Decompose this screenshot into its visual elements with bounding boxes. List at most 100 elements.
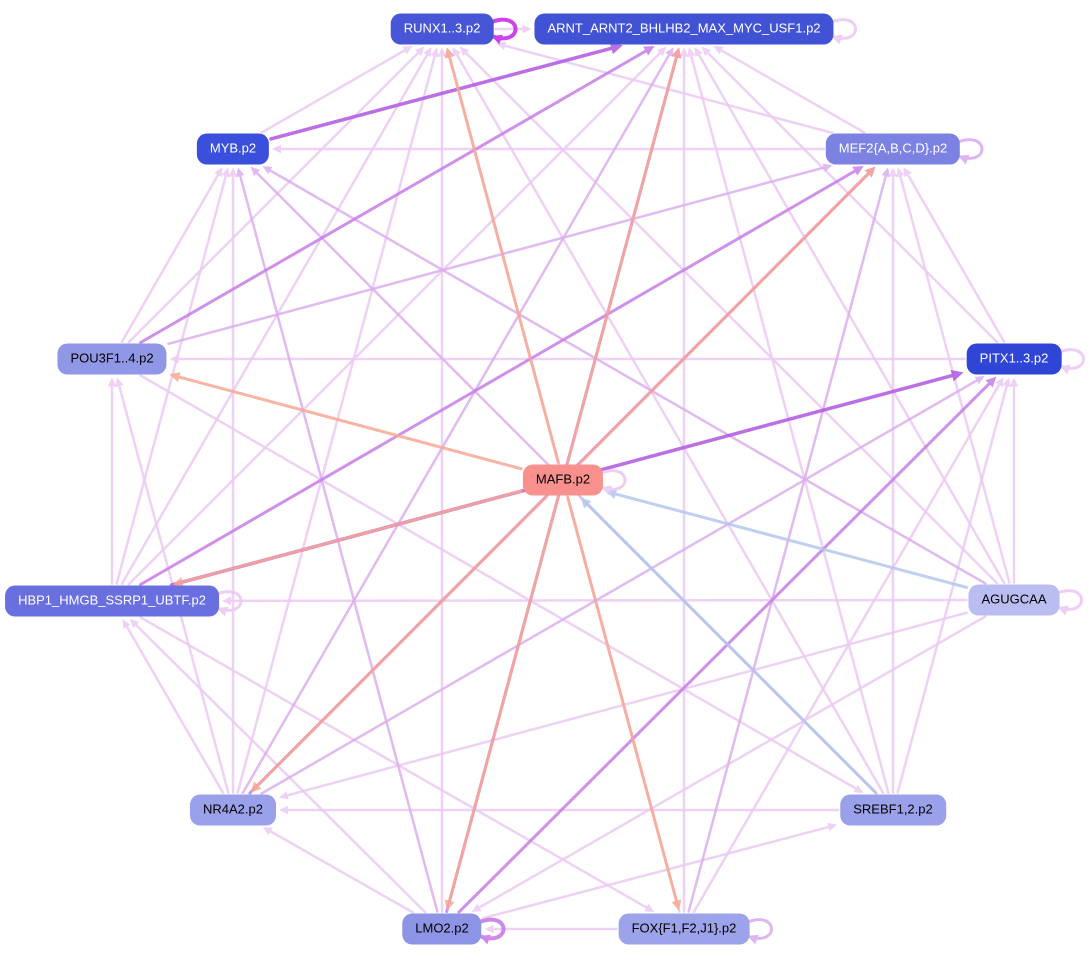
graph-self-loop-arnt	[830, 18, 857, 45]
graph-edge-agugcaa-runx1	[459, 46, 999, 585]
edge-arrowhead-icon	[250, 166, 260, 176]
graph-edge-fox-mef2	[687, 167, 890, 913]
graph-edge-mafb-nr4a2	[250, 495, 548, 793]
edge-arrowhead-icon	[107, 377, 117, 387]
graph-self-loop-runx1	[489, 17, 518, 45]
graph-edge-pou3f1-myb	[120, 167, 223, 344]
edge-arrowhead-icon	[522, 24, 532, 34]
edge-arrowhead-icon	[222, 596, 232, 606]
edge-arrowhead-icon	[974, 376, 985, 385]
graph-edge-mafb-fox	[566, 495, 682, 911]
graph-edge-srebf1-pitx1	[896, 377, 1011, 794]
graph-edge-lmo2-myb	[236, 167, 439, 913]
graph-edge-fox-lmo2	[484, 924, 618, 934]
edge-arrowhead-icon	[827, 822, 838, 832]
graph-self-loop-hbp1	[215, 590, 243, 617]
graph-self-loop-mef2	[956, 138, 984, 165]
edge-arrowhead-icon	[423, 47, 432, 58]
graph-node-srebf1[interactable]: SREBF1,2.p2	[840, 794, 946, 826]
graph-edge-fox-arnt	[679, 47, 689, 913]
graph-edge-nr4a2-pitx1	[260, 376, 985, 795]
graph-edge-pitx1-arnt	[701, 46, 999, 344]
edge-arrowhead-icon	[694, 47, 703, 58]
graph-node-myb[interactable]: MYB.p2	[196, 133, 270, 165]
graph-node-pou3f1[interactable]: POU3F1..4.p2	[57, 343, 167, 375]
graph-edge-srebf1-mef2	[888, 167, 898, 794]
loop-arrowhead-icon	[217, 606, 229, 617]
graph-self-loop-agugcaa	[1056, 589, 1083, 616]
edge-arrowhead-icon	[459, 46, 470, 56]
edge-arrowhead-icon	[665, 47, 674, 58]
graph-edge-mafb-arnt	[566, 47, 682, 465]
edge-arrowhead-icon	[687, 47, 696, 58]
edge-arrowhead-icon	[822, 163, 833, 172]
graph-edge-mafb-lmo2	[444, 495, 560, 911]
edge-arrowhead-icon	[437, 47, 447, 57]
edge-arrowhead-icon	[471, 903, 482, 913]
edge-arrowhead-icon	[115, 377, 124, 388]
edge-arrowhead-icon	[484, 924, 494, 934]
edge-arrowhead-icon	[444, 899, 455, 911]
graph-node-runx1[interactable]: RUNX1..3.p2	[390, 13, 494, 45]
graph-self-loop-lmo2	[477, 917, 506, 945]
edge-arrowhead-icon	[580, 497, 592, 509]
graph-node-mafb[interactable]: MAFB.p2	[522, 464, 604, 496]
loop-arrowhead-icon	[601, 485, 613, 496]
graph-edge-hbp1-pou3f1	[107, 377, 117, 585]
edge-arrowhead-icon	[122, 619, 131, 630]
graph-edge-nr4a2-hbp1	[122, 619, 225, 795]
edge-arrowhead-icon	[262, 826, 273, 836]
graph-node-hbp1[interactable]: HBP1_HMGB_SSRP1_UBTF.p2	[5, 585, 219, 617]
graph-edge-mafb-hbp1	[172, 489, 523, 588]
graph-edge-agugcaa-nr4a2	[278, 611, 968, 800]
loop-arrowhead-icon	[491, 34, 503, 45]
graph-edge-lmo2-nr4a2	[262, 826, 415, 914]
edge-arrowhead-icon	[279, 805, 288, 815]
graph-node-lmo2[interactable]: LMO2.p2	[402, 913, 482, 945]
edge-arrowhead-icon	[671, 899, 682, 911]
edge-arrowhead-icon	[713, 45, 724, 55]
edge-arrowhead-icon	[430, 47, 439, 58]
loop-arrowhead-icon	[479, 934, 491, 945]
graph-edge-pou3f1-arnt	[139, 45, 655, 345]
graph-node-arnt[interactable]: ARNT_ARNT2_BHLHB2_MAX_MYC_USF1.p2	[534, 13, 834, 45]
edge-arrowhead-icon	[679, 47, 689, 57]
graph-edge-runx1-arnt	[494, 24, 532, 34]
edge-arrowhead-icon	[1009, 377, 1019, 387]
graph-edge-hbp1-runx1	[120, 47, 432, 586]
graph-edge-mafb-pou3f1	[169, 372, 523, 471]
graph-edge-agugcaa-lmo2	[471, 615, 987, 913]
edge-arrowhead-icon	[272, 144, 281, 154]
edge-arrowhead-icon	[853, 784, 864, 793]
edge-arrowhead-icon	[169, 372, 181, 382]
edge-arrowhead-icon	[236, 167, 245, 178]
edge-arrowhead-icon	[402, 45, 413, 55]
graph-edge-myb-arnt	[269, 42, 623, 141]
graph-edge-lmo2-hbp1	[129, 618, 427, 914]
edge-arrowhead-icon	[985, 376, 997, 388]
loop-arrowhead-icon	[958, 154, 970, 165]
edge-arrowhead-icon	[950, 369, 964, 382]
edge-arrowhead-icon	[415, 46, 425, 56]
edge-arrowhead-icon	[129, 618, 140, 628]
edge-arrowhead-icon	[701, 46, 711, 56]
graph-edge-mafb-mef2	[578, 166, 876, 465]
graph-self-loop-fox	[746, 918, 773, 945]
loop-arrowhead-icon	[831, 34, 843, 45]
graph-node-pitx1[interactable]: PITX1..3.p2	[966, 343, 1062, 375]
graph-edge-hbp1-mef2	[139, 166, 864, 586]
graph-node-fox[interactable]: FOX{F1,F2,J1}.p2	[618, 913, 750, 945]
graph-edge-srebf1-arnt	[687, 47, 890, 794]
graph-edge-pou3f1-srebf1	[139, 374, 864, 793]
graph-node-mef2[interactable]: MEF2{A,B,C,D}.p2	[825, 133, 961, 165]
edge-arrowhead-icon	[228, 167, 238, 177]
graph-edge-pou3f1-mef2	[167, 163, 833, 346]
graph-node-agugcaa[interactable]: AGUGCAA	[968, 584, 1060, 616]
edge-arrowhead-icon	[444, 47, 455, 59]
edge-arrowhead-icon	[1002, 377, 1011, 388]
graph-edge-hbp1-arnt	[127, 46, 667, 586]
graph-edge-myb-runx1	[260, 45, 413, 134]
graph-node-nr4a2[interactable]: NR4A2.p2	[190, 794, 276, 826]
